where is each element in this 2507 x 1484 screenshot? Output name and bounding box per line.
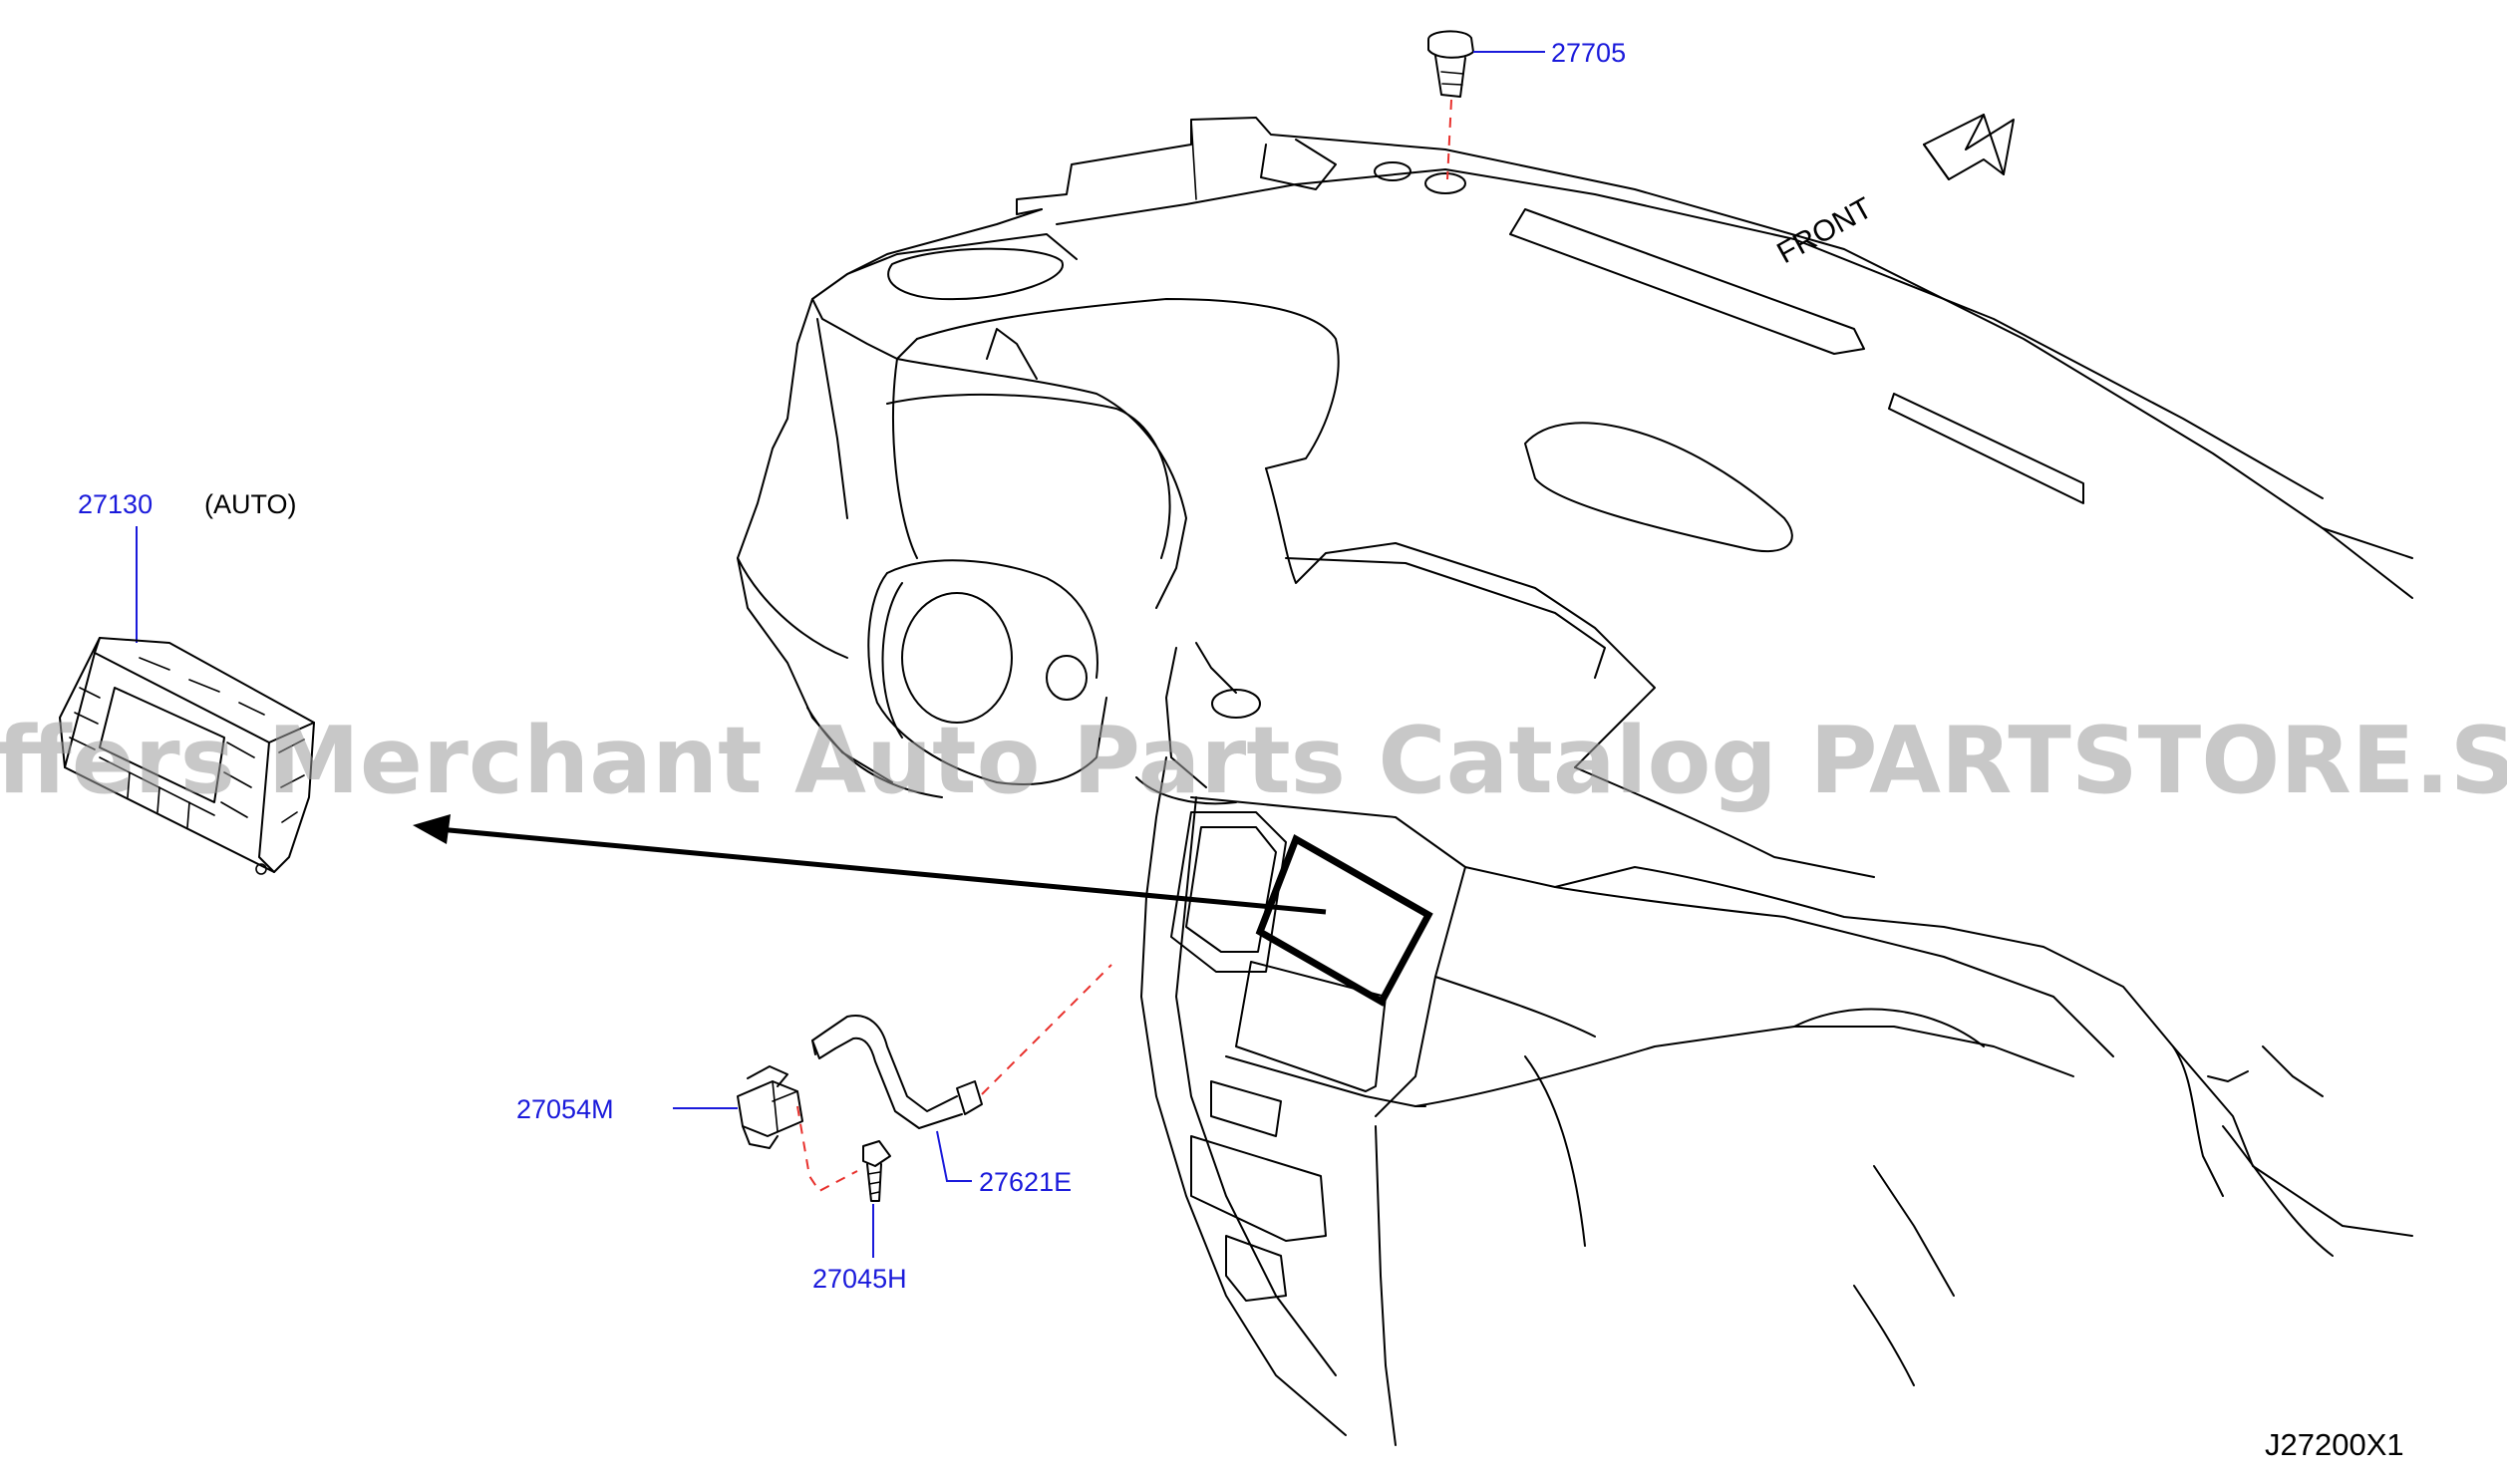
- part-number-27621E: 27621E: [979, 1167, 1072, 1197]
- dashboard-illustration: [737, 117, 2413, 1446]
- part-27045H-screw: 27045H: [812, 1140, 907, 1294]
- watermark-text: Offers Merchant Auto Parts Catalog PARTS…: [0, 707, 2507, 814]
- part-number-27705: 27705: [1551, 38, 1626, 68]
- part-number-27054M: 27054M: [516, 1094, 614, 1124]
- part-27130-control-unit: 27130 (AUTO): [59, 489, 315, 875]
- part-27705-clip: 27705: [1427, 30, 1626, 180]
- part-number-27045H: 27045H: [812, 1264, 907, 1294]
- part-number-27130: 27130: [78, 489, 153, 519]
- part-note-27130: (AUTO): [204, 489, 297, 519]
- part-27621E-hose: 27621E: [811, 964, 1112, 1197]
- diagram-code: J27200X1: [2265, 1427, 2404, 1462]
- leader-27621E: [936, 1130, 972, 1182]
- pointer-arrow: [413, 814, 1327, 915]
- front-direction-arrow: FRONT: [1771, 114, 2015, 270]
- part-27054M-sensor: 27054M: [516, 1065, 858, 1193]
